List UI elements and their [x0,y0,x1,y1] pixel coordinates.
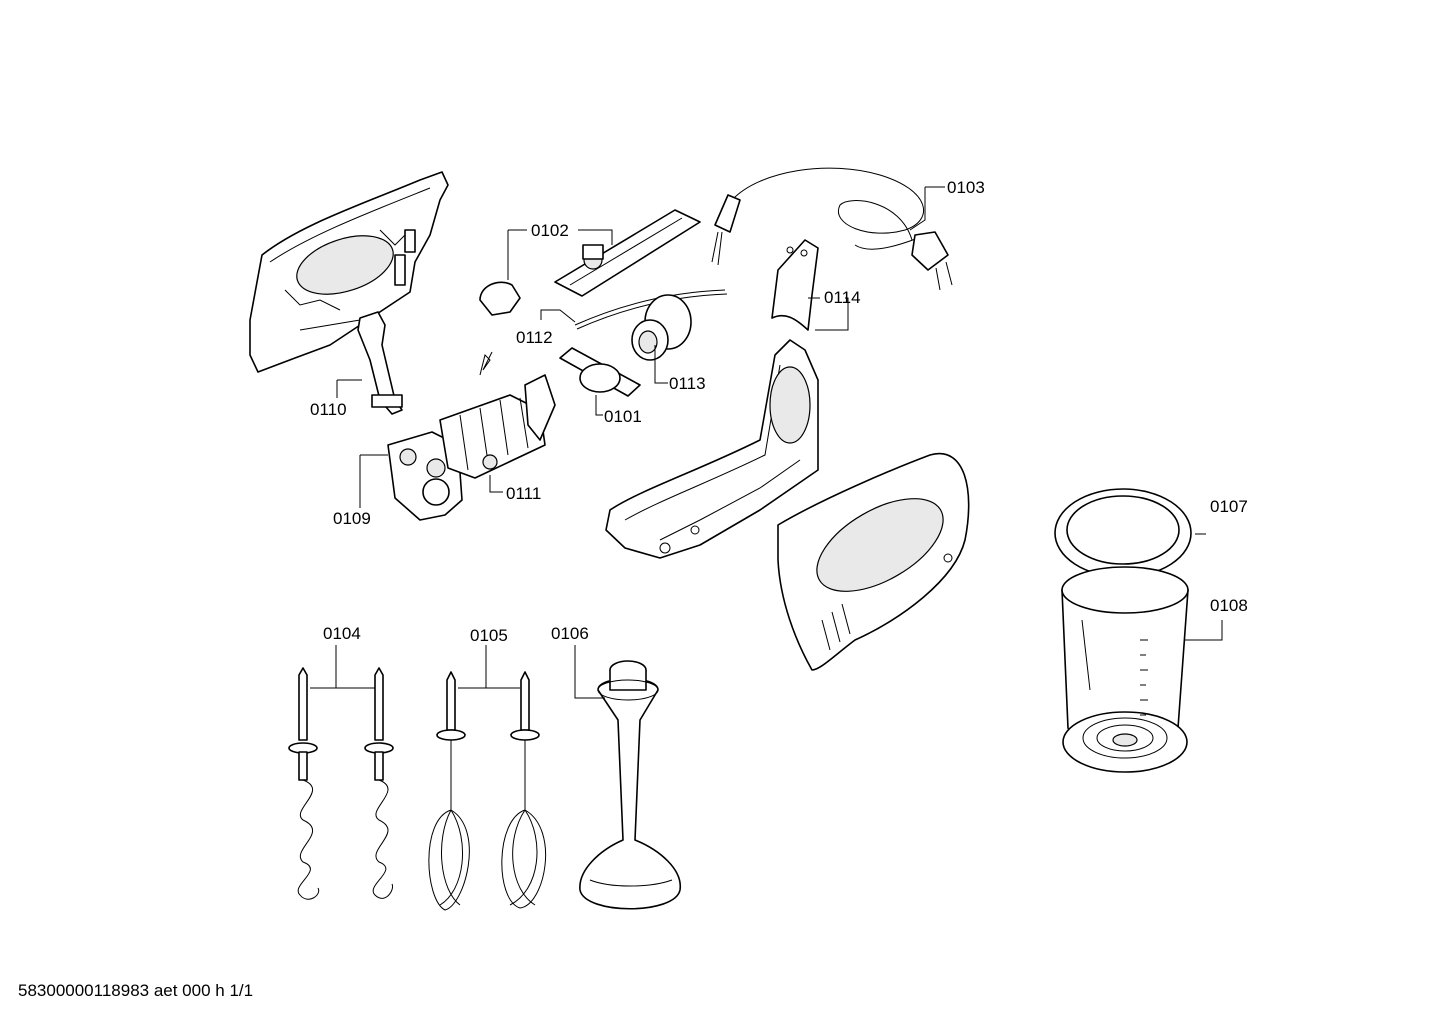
callout-labels: 0102 0103 0114 0112 0113 0101 0110 0111 … [310,178,1248,645]
part-0104-dough-hook-right [364,667,394,899]
part-0108-beaker [1061,566,1189,773]
part-0105-whisk-right [501,671,547,909]
part-0106-blender-stick [579,660,681,910]
label-0110: 0110 [310,400,347,419]
part-0110-housing-shell [249,171,449,373]
leader-lines [310,186,1223,699]
label-0106: 0106 [551,624,589,643]
document-reference: 58300000118983 aet 000 h 1/1 [18,981,254,1000]
label-0101: 0101 [604,407,642,426]
label-0113: 0113 [669,374,706,393]
lower-housing-half [605,339,819,559]
label-0107: 0107 [1210,497,1248,516]
label-0103: 0103 [947,178,985,197]
part-0112-wire [574,289,728,330]
label-0104: 0104 [323,624,361,643]
label-0105: 0105 [470,626,508,645]
label-0114: 0114 [824,288,861,307]
label-0102: 0102 [531,221,569,240]
part-0114-cover-flap [771,239,819,331]
part-0107-bowl-lid [1054,488,1192,578]
part-0101-speed-switch [559,347,641,397]
upper-housing-half [777,452,970,671]
label-0111: 0111 [506,484,541,503]
label-0112: 0112 [516,328,553,347]
label-0108: 0108 [1210,596,1248,615]
spring [479,351,493,376]
part-0102-switch-pcb [479,209,701,316]
part-0110-slider [357,311,403,415]
label-0109: 0109 [333,509,371,528]
part-0109-motor [387,374,556,521]
part-0104-dough-hook-left [288,667,320,900]
part-0105-whisk-left [428,671,470,911]
part-0113-knob [631,294,692,361]
part-0103-power-cord [711,167,953,291]
